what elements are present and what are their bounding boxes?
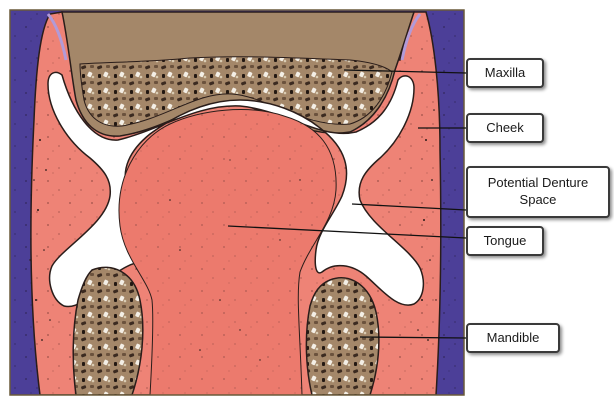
label-maxilla: Maxilla <box>466 58 544 88</box>
label-potential-denture-space: Potential Denture Space <box>466 166 610 218</box>
label-tongue: Tongue <box>466 226 544 256</box>
label-maxilla-text: Maxilla <box>485 65 525 82</box>
mandible-right <box>306 278 379 395</box>
mandible-left <box>73 267 143 395</box>
label-cheek-text: Cheek <box>486 120 524 137</box>
label-mandible-text: Mandible <box>487 330 540 347</box>
label-potential-denture-space-text: Potential Denture Space <box>488 175 588 209</box>
label-cheek: Cheek <box>466 113 544 143</box>
label-tongue-text: Tongue <box>484 233 527 250</box>
label-mandible: Mandible <box>466 323 560 353</box>
